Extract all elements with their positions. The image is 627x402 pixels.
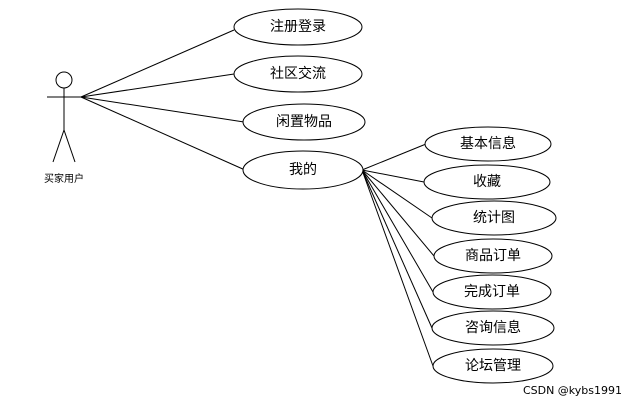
label-favorites: 收藏 <box>473 174 501 190</box>
assoc-completed-orders <box>361 169 434 293</box>
assoc-idle-items <box>80 96 245 123</box>
use-case-forum-management <box>432 348 554 384</box>
actor-associations <box>80 29 246 171</box>
actor-left-leg <box>52 129 65 163</box>
assoc-register-login <box>80 29 235 98</box>
label-completed-orders: 完成订单 <box>464 284 520 300</box>
use-case-consultation <box>431 310 555 346</box>
assoc-mine <box>80 96 246 171</box>
label-statistics: 统计图 <box>473 210 515 226</box>
actor-head <box>55 71 73 89</box>
use-case-mine <box>242 150 364 190</box>
mine-associations <box>361 143 435 367</box>
use-case-community <box>233 55 363 93</box>
label-idle-items: 闲置物品 <box>276 114 332 130</box>
watermark: CSDN @kybs1991 <box>523 384 622 397</box>
assoc-forum-management <box>361 169 434 367</box>
use-case-basic-info <box>424 126 552 162</box>
assoc-basic-info <box>361 143 427 171</box>
actor-right-leg <box>63 129 76 163</box>
assoc-consultation <box>361 169 433 329</box>
assoc-community <box>80 73 235 98</box>
label-product-orders: 商品订单 <box>465 248 521 264</box>
use-case-register-login <box>233 8 363 46</box>
use-case-favorites <box>423 164 551 200</box>
assoc-product-orders <box>361 169 435 257</box>
use-case-completed-orders <box>432 274 552 310</box>
assoc-favorites <box>361 169 425 183</box>
label-consultation: 咨询信息 <box>465 319 521 336</box>
label-community: 社区交流 <box>270 65 326 82</box>
label-forum-management: 论坛管理 <box>465 358 521 374</box>
use-case-product-orders <box>433 238 553 274</box>
label-register-login: 注册登录 <box>270 19 326 35</box>
assoc-statistics <box>361 169 433 219</box>
label-basic-info: 基本信息 <box>460 135 516 152</box>
actor-figure <box>47 71 81 163</box>
use-case-statistics <box>431 200 557 236</box>
label-mine: 我的 <box>289 162 317 178</box>
actor-label: 买家用户 <box>44 172 84 185</box>
use-case-idle-items <box>242 103 366 141</box>
